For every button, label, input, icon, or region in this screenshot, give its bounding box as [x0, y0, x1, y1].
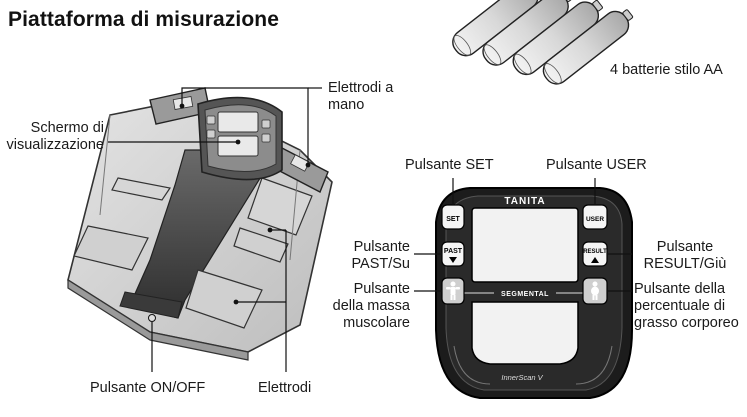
label-body-fat-button: Pulsante della percentuale di grasso cor… [634, 281, 739, 331]
label-on-off-button: Pulsante ON/OFF [90, 380, 206, 396]
down-arrow-icon [449, 257, 457, 263]
fat-icon [591, 281, 599, 300]
label-user-button: Pulsante USER [546, 157, 647, 173]
segmental-label: SEGMENTAL [501, 291, 549, 298]
set-button-label: SET [446, 216, 460, 223]
foot-electrode-left-front [73, 225, 149, 271]
label-muscle-mass-button: Pulsante della massa muscolare [332, 281, 410, 331]
up-arrow-icon [591, 257, 599, 263]
label-electrodes: Elettrodi [258, 380, 312, 396]
aa-batteries [452, 0, 634, 85]
foot-electrode-left-back [111, 177, 172, 201]
muscle-icon [446, 281, 460, 300]
user-button-label: USER [586, 216, 604, 223]
label-set-button: Pulsante SET [405, 157, 494, 173]
label-hand-electrodes: Elettrodi a mano [328, 80, 394, 113]
page-title: Piattaforma di misurazione [8, 8, 279, 31]
label-batteries: 4 batterie stilo AA [610, 62, 723, 78]
foot-electrode-right-front [185, 269, 263, 329]
label-display-screen: Schermo di visualizzazione [6, 120, 104, 153]
display-unit [435, 187, 633, 399]
on-off-button [148, 314, 156, 322]
scale-platform [67, 87, 333, 361]
model-label: InnerScan V [501, 373, 543, 382]
label-result-button: Pulsante RESULT/Giù [643, 239, 727, 272]
upper-screen [471, 207, 579, 283]
brand-logo: TANITA [504, 196, 545, 207]
leader-dots [179, 103, 311, 305]
lower-screen [471, 301, 579, 365]
leader-lines [108, 87, 632, 372]
label-past-button: Pulsante PAST/Su [351, 239, 410, 272]
past-button-label: PAST [444, 248, 463, 255]
result-button-label: RESULT [583, 249, 607, 255]
foot-electrode-right-mid [233, 227, 289, 263]
